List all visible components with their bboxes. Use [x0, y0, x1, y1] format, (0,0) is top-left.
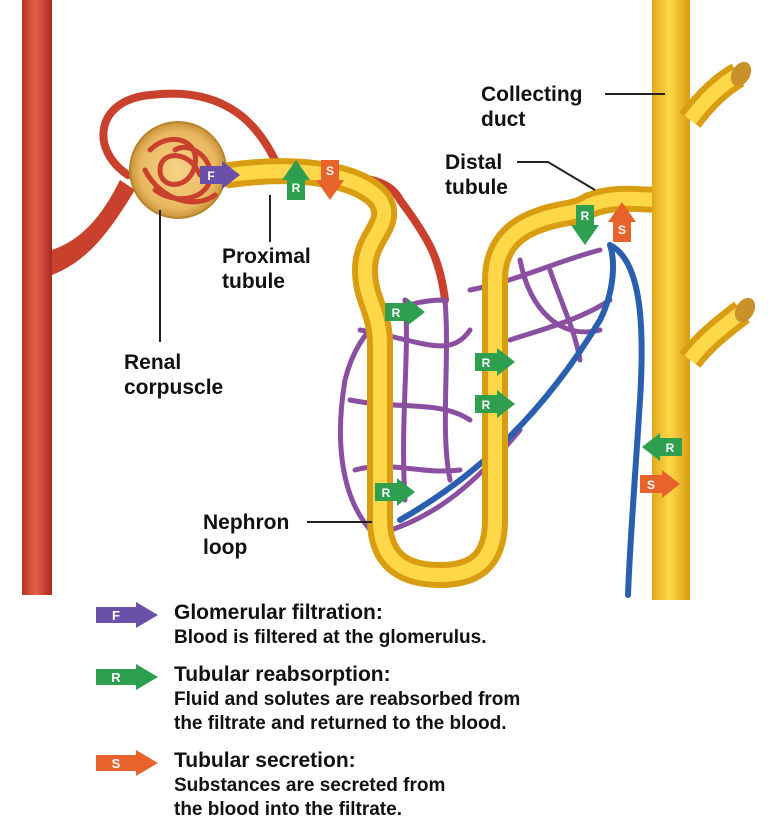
- process-markers: F R S R R R R R S R S: [200, 160, 682, 506]
- peritubular-vein: [397, 242, 645, 598]
- proximal-tubule-label-line1: Proximal: [222, 245, 311, 268]
- reabsorption-marker-arrow: [282, 160, 310, 200]
- reabsorption-marker-arrow: [571, 205, 599, 245]
- nephron-loop-label-line2: loop: [203, 536, 248, 559]
- legend-desc-secretion-2: the blood into the filtrate.: [174, 799, 402, 820]
- secretion-marker-letter: S: [326, 164, 334, 178]
- distal-tubule-label-line2: tubule: [445, 176, 508, 199]
- secretion-marker-arrow: [608, 202, 636, 242]
- secretion-marker-letter: S: [618, 223, 626, 237]
- collecting-duct-label-line2: duct: [481, 108, 526, 131]
- legend-desc-secretion-1: Substances are secreted from: [174, 775, 446, 796]
- reabsorption-marker-arrow: [375, 478, 415, 506]
- reabsorption-marker-letter: R: [581, 209, 590, 223]
- legend-desc-filtration-1: Blood is filtered at the glomerulus.: [174, 627, 487, 648]
- reabsorption-arrow-letter: R: [111, 670, 121, 685]
- filtration-marker-icon: F: [200, 161, 240, 189]
- reabsorption-marker-icon: R: [475, 348, 515, 376]
- nephron-loop-label-line1: Nephron: [203, 511, 290, 534]
- reabsorption-marker-letter: R: [292, 181, 301, 195]
- reabsorption-marker-letter: R: [382, 486, 391, 500]
- reabsorption-marker-icon: R: [282, 160, 310, 200]
- secretion-arrow-letter: S: [112, 756, 121, 771]
- reabsorption-marker-icon: R: [571, 205, 599, 245]
- proximal-tubule-label-line2: tubule: [222, 270, 285, 293]
- reabsorption-marker-icon: R: [385, 298, 425, 326]
- secretion-marker-arrow: [316, 160, 344, 200]
- reabsorption-marker-icon: R: [475, 390, 515, 418]
- reabsorption-marker-letter: R: [482, 398, 491, 412]
- secretion-marker-letter: S: [647, 478, 655, 492]
- renal-tubule: [217, 158, 673, 588]
- renal-corpuscle-label: Renal corpuscle: [124, 350, 223, 400]
- collecting-duct-label-line1: Collecting: [481, 83, 583, 106]
- reabsorption-marker-arrow: [385, 298, 425, 326]
- renal-corpuscle-label-line2: corpuscle: [124, 376, 224, 399]
- distal-tubule-label: Distal tubule: [445, 150, 508, 200]
- distal-tubule-label-line1: Distal: [445, 151, 503, 174]
- secretion-marker-icon: S: [640, 470, 680, 498]
- filtration-arrow-letter: F: [112, 608, 120, 623]
- renal-corpuscle-label-line1: Renal: [124, 351, 182, 374]
- collecting-duct: [652, 0, 756, 600]
- reabsorption-marker-icon: R: [642, 433, 682, 461]
- reabsorption-marker-letter: R: [482, 356, 491, 370]
- reabsorption-marker-letter: R: [666, 441, 675, 455]
- proximal-tubule-label: Proximal tubule: [222, 244, 311, 294]
- filtration-arrow-icon: F: [96, 602, 158, 628]
- filtration-marker-letter: F: [207, 169, 214, 183]
- secretion-marker-arrow: [640, 470, 680, 498]
- secretion-arrow-icon: S: [96, 750, 158, 776]
- secretion-marker-icon: S: [608, 202, 636, 242]
- filtration-marker-arrow: [200, 161, 240, 189]
- legend-desc-reabsorption-2: the filtrate and returned to the blood.: [174, 713, 507, 734]
- secretion-marker-icon: S: [316, 160, 344, 200]
- reabsorption-marker-letter: R: [392, 306, 401, 320]
- leader-lines: [159, 93, 665, 523]
- reabsorption-marker-arrow: [475, 390, 515, 418]
- legend-title-filtration: Glomerular filtration:: [174, 601, 383, 624]
- reabsorption-marker-arrow: [475, 348, 515, 376]
- legend-desc-reabsorption-1: Fluid and solutes are reabsorbed from: [174, 689, 521, 710]
- reabsorption-marker-arrow: [642, 433, 682, 461]
- nephron-loop-label: Nephron loop: [203, 510, 289, 560]
- reabsorption-arrow-icon: R: [96, 664, 158, 690]
- reabsorption-marker-icon: R: [375, 478, 415, 506]
- collecting-duct-label: Collecting duct: [481, 82, 583, 132]
- legend-title-reabsorption: Tubular reabsorption:: [174, 663, 391, 686]
- legend-title-secretion: Tubular secretion:: [174, 749, 356, 772]
